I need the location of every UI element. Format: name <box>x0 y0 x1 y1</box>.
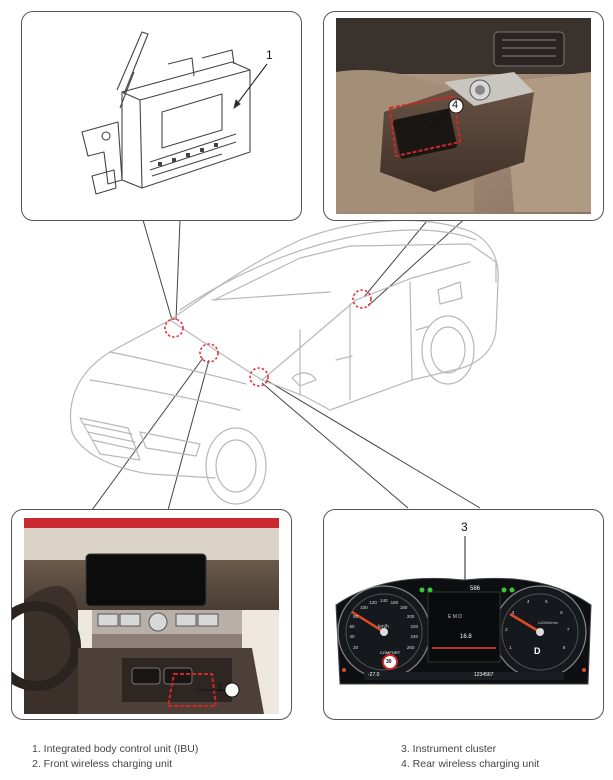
rpm-tick-label: 7 <box>566 626 570 632</box>
leader-line-cluster-left <box>261 382 409 509</box>
speed-tick-label: 160 <box>390 599 399 605</box>
speed-tick-label: 40 <box>349 634 355 640</box>
legend-item-4: 4. Rear wireless charging unit <box>401 758 540 770</box>
cluster-top-readout: 586 <box>470 586 481 592</box>
leader-line-ibu-left <box>142 219 173 321</box>
cluster-rpm-unit: x1000r/min <box>538 620 558 625</box>
speed-tick-label: 240 <box>410 634 419 640</box>
legend-item-1: 1. Integrated body control unit (IBU) <box>32 743 199 755</box>
cluster-comfort-label: COMFORT <box>380 650 401 655</box>
leader-line-rear-top <box>363 209 437 298</box>
cluster-odometer: 1234567 <box>474 672 494 678</box>
cluster-speed-limit: 30 <box>386 659 392 665</box>
legend-left: 1. Integrated body control unit (IBU) 2.… <box>32 742 198 772</box>
cluster-center-line1: E M D <box>448 614 462 620</box>
rpm-tick-label: 3 <box>511 609 515 615</box>
legend-item-3: 3. Instrument cluster <box>401 743 497 755</box>
speed-tick-label: 100 <box>360 605 368 611</box>
legend-right: 3. Instrument cluster 4. Rear wireless c… <box>401 742 539 772</box>
rpm-tick-label: 8 <box>562 644 566 650</box>
cluster-illustration <box>335 536 592 685</box>
panel-front-charger: 2 <box>11 509 292 720</box>
leader-line-ibu-right <box>175 219 181 321</box>
cluster-center-line2: 16.8 <box>460 634 472 640</box>
leader-line-cluster-right <box>265 379 481 509</box>
speed-tick-label: 140 <box>380 598 388 603</box>
speed-tick-label: 220 <box>410 623 419 629</box>
legend-item-2: 2. Front wireless charging unit <box>32 758 173 770</box>
callout-2: 2 <box>217 682 224 694</box>
speed-tick-label: 260 <box>406 644 415 650</box>
rear-console-photo <box>336 18 591 214</box>
hotspot-cluster <box>249 367 269 387</box>
callout-3: 3 <box>461 520 468 534</box>
panel-rear-charger: 4 <box>323 11 604 221</box>
speed-tick-label: 80 <box>353 613 359 619</box>
panel-instrument-cluster: 3 586 km/h E M D 16.8 D 1234567 -27.0 30… <box>323 509 604 720</box>
dashboard-photo <box>12 518 279 714</box>
callout-4: 4 <box>452 99 459 111</box>
leader-line-rear-bottom <box>367 213 471 307</box>
ibu-illustration <box>81 31 268 195</box>
cluster-gear: D <box>534 646 541 656</box>
cluster-speed-unit: km/h <box>378 624 389 630</box>
speed-tick-label: 200 <box>406 613 415 619</box>
rpm-tick-label: 4 <box>526 599 530 605</box>
rpm-tick-label: 5 <box>545 599 548 605</box>
hotspot-rear-charger <box>352 289 372 309</box>
rpm-tick-label: 2 <box>505 626 508 632</box>
speed-tick-label: 120 <box>369 599 377 605</box>
cluster-temp: -27.0 <box>368 672 380 678</box>
speed-tick-label: 60 <box>349 623 355 629</box>
hotspot-front-charger <box>199 343 219 363</box>
rpm-tick-label: 6 <box>560 609 563 615</box>
speed-tick-label: 20 <box>353 644 359 650</box>
speed-tick-label: 180 <box>399 605 408 611</box>
leader-line-front-right <box>167 359 210 511</box>
callout-1: 1 <box>266 48 273 62</box>
hotspot-ibu <box>164 318 184 338</box>
panel-ibu: 1 <box>21 11 302 221</box>
rpm-tick-label: 1 <box>509 644 512 650</box>
